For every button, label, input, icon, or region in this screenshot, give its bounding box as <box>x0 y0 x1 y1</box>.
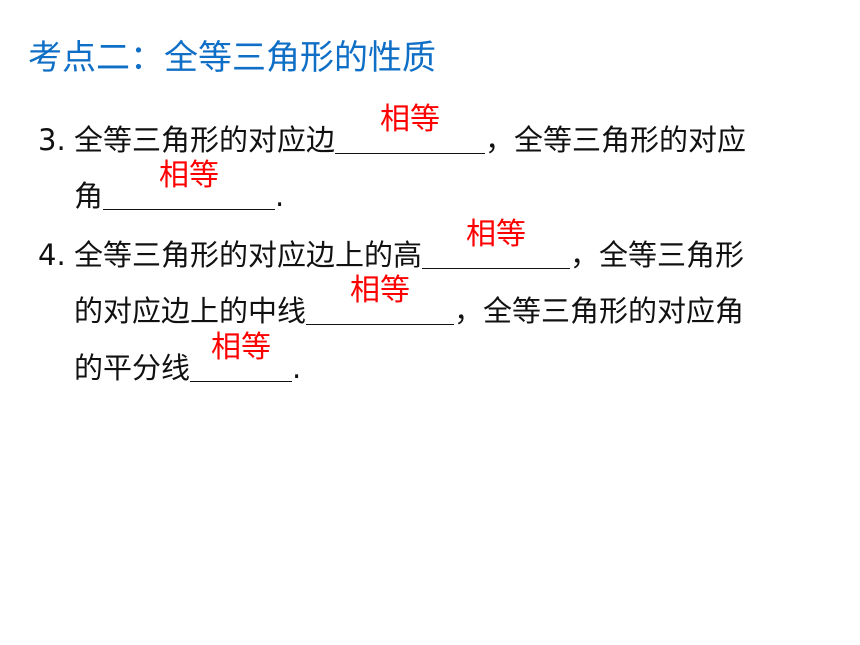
question-4-blank-3[interactable]: 相等 <box>190 331 293 382</box>
question-3-line-2: 角 相等. <box>38 159 285 224</box>
question-3-end: . <box>275 179 285 213</box>
question-4-text-c: 的对应边上的中线 <box>74 294 307 328</box>
question-4-text-d: ，全等三角形的对应角 <box>454 294 745 328</box>
question-3-text-b: ，全等三角形的对应 <box>485 123 747 157</box>
question-4-line-3: 的平分线相等. <box>38 331 302 396</box>
question-4-text-a: 全等三角形的对应边上的高 <box>74 238 423 272</box>
question-4-blank-1[interactable]: 相等 <box>422 218 571 269</box>
question-4-text-b: ，全等三角形 <box>570 238 745 272</box>
section-title: 考点二：全等三角形的性质 <box>28 38 436 78</box>
question-4-end: . <box>292 351 302 385</box>
question-3-answer-1: 相等 <box>380 102 441 137</box>
question-3-number: 3. <box>38 123 66 157</box>
question-4-answer-2: 相等 <box>350 273 411 308</box>
question-4-number: 4. <box>38 238 66 272</box>
question-4-line-1: 4.全等三角形的对应边上的高 相等 ，全等三角形 <box>38 218 745 283</box>
question-4-answer-1: 相等 <box>466 217 527 252</box>
question-4-line-2: 的对应边上的中线 相等 ，全等三角形的对应角 <box>38 274 745 339</box>
question-3-line-1: 3.全等三角形的对应边 相等 ，全等三角形的对应 <box>38 103 747 168</box>
question-3-text-a: 全等三角形的对应边 <box>74 123 336 157</box>
question-3-answer-2: 相等 <box>159 158 220 193</box>
question-4-blank-2[interactable]: 相等 <box>306 274 455 325</box>
question-3-blank-1[interactable]: 相等 <box>335 103 486 154</box>
question-4-answer-3: 相等 <box>211 330 272 365</box>
question-3-text-c: 角 <box>74 179 104 213</box>
question-4-text-e: 的平分线 <box>74 351 191 385</box>
question-3-blank-2[interactable]: 相等 <box>103 159 276 210</box>
